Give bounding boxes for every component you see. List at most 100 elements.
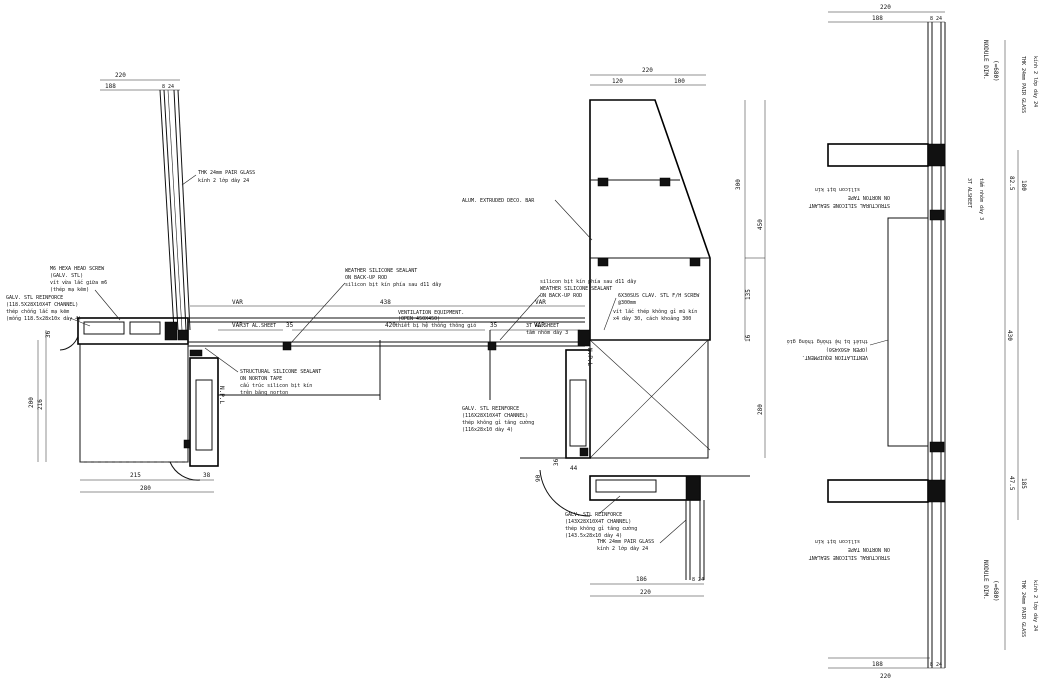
dim-825: 82.5 (1008, 176, 1015, 191)
label-rot-vent-vi: thiết bị hệ thống thông gió (787, 338, 868, 345)
dim-220-center-b: 220 (640, 589, 651, 596)
label-galv-reinf-vi: thép chống lắc mạ kẽm (6, 308, 69, 315)
label-structural-seal-vi2: trên băng norton (240, 389, 288, 396)
label-screw-en2: @300mm (618, 300, 636, 306)
dim-280-left: 280 (140, 485, 151, 492)
label-pair-glass-b-en: THK 24mm PAIR GLASS (597, 539, 654, 545)
label-rot-pair-glass-bot: THK 24mm PAIR GLASS (1020, 580, 1026, 637)
dim-220-center: 220 (642, 67, 653, 74)
dim-220-right-bot: 220 (880, 673, 891, 680)
label-rot-vent-en2: (OPEN 450X450) (826, 346, 868, 352)
dim-188-right-top: 188 (872, 15, 883, 22)
dim-216: 216 (37, 399, 44, 410)
label-galv-b-vi2: (143.5x28x10 dày 4) (565, 532, 622, 539)
label-3t-sheet-r: 3T AL.SHEET (526, 323, 559, 329)
label-rot-structural-en: STRUCTURAL SILICONE SEALANT (809, 202, 890, 208)
label-galv-r-vi: thép không gỉ tăng cường (462, 419, 534, 426)
dim-120: 120 (612, 78, 623, 85)
label-rot-pair-glass-top: THK 24mm PAIR GLASS (1020, 56, 1026, 113)
dim-824-center: 8 24 (692, 577, 704, 583)
label-structural-seal-en2: ON NORTON TAPE (240, 376, 282, 382)
label-weather-seal-en2: ON BACK-UP ROD (345, 275, 387, 281)
dim-420: 420 (385, 322, 396, 329)
dim-185: 185 (1020, 478, 1027, 489)
label-pair-glass-vi: kính 2 lớp dày 24 (198, 177, 249, 184)
label-vent-vi: thiết bị hệ thống thông gió (395, 322, 476, 329)
label-galv-b-vi: thép không gỉ tăng cường (565, 525, 637, 532)
label-rot-nodule-bot: NODULE DIM. (982, 560, 989, 600)
dim-824-left: 8 24 (162, 84, 174, 90)
dim-var-1: VAR (232, 299, 243, 306)
dim-35-b: 35 (490, 322, 498, 329)
label-rot-structural-en2-b: ON NORTON TAPE (848, 546, 890, 552)
label-npl-center: N.P.L (586, 348, 593, 366)
dim-var-3: VAR (534, 322, 545, 329)
dim-450: 450 (757, 219, 764, 230)
label-hex-head-en2: (GALV. STL) (50, 273, 83, 279)
label-pair-glass-b-vi: kính 2 lớp dày 24 (597, 545, 648, 552)
label-rot-nodule-top2: (=680) (992, 60, 999, 82)
dim-215: 215 (130, 472, 141, 479)
center-span: VAR 438 VAR 35 420 35 VAR VAR WEATHER SI… (188, 268, 585, 400)
label-rot-vent-en: VENTILATION EQUIPMENT. (802, 354, 868, 360)
dim-38: 38 (203, 472, 211, 479)
label-weather-seal-en: WEATHER SILICONE SEALANT (345, 268, 417, 274)
dim-188-left: 188 (105, 83, 116, 90)
label-screw-vi2: x4 dày 30, cách khoảng 300 (613, 315, 691, 322)
dim-824-right-bot: 8 24 (930, 662, 942, 668)
label-rot-nodule-bot2: (=680) (992, 580, 999, 602)
right-rotated-section: 220 188 8 24 220 188 8 24 180 430 82.5 4… (787, 4, 1039, 680)
dim-var-2: VAR (232, 322, 243, 329)
label-weather-seal-r-en: WEATHER SILICONE SEALANT (540, 286, 612, 292)
dim-475: 47.5 (1008, 476, 1015, 491)
label-galv-reinf-vi2: (mống 118.5x28x10x dày 4) (6, 315, 81, 322)
dim-824-right-top: 8 24 (930, 16, 942, 22)
label-weather-seal-vi: silicon bịt kín phía sau d11 dây (345, 281, 441, 288)
label-rot-pair-glass-vi-bot: kính 2 lớp dày 24 (1032, 580, 1039, 631)
left-detail: 220 188 8 24 215 280 38 (6, 72, 321, 493)
dim-100: 100 (674, 78, 685, 85)
label-structural-seal-vi: cấu trúc silicon bịt kín (240, 382, 312, 389)
label-rot-structural-en-b: STRUCTURAL SILICONE SEALANT (809, 554, 890, 560)
dim-36: 36 (45, 330, 52, 338)
label-galv-reinf-en: GALV. STL REINFORCE (6, 295, 63, 301)
label-galv-b-en: GALV. STL REINFORCE (565, 512, 622, 518)
label-alum-bar: ALUM. EXTRUDED DECO. BAR (462, 198, 535, 204)
label-3t-sheet-r-vi: tấm nhôm dày 3 (526, 329, 568, 336)
dim-438: 438 (380, 299, 391, 306)
dim-300: 300 (735, 179, 742, 190)
dim-186: 186 (636, 576, 647, 583)
label-galv-r-en2: (116X28X10X4T CHANNEL) (462, 413, 528, 419)
label-vent-en: VENTILATION EQUIPMENT. (398, 310, 464, 316)
dim-35-a: 35 (286, 322, 294, 329)
label-galv-r-en: GALV. STL REINFORCE (462, 406, 519, 412)
label-rot-structural-en2: ON NORTON TAPE (848, 194, 890, 200)
label-screw-vi: vít lắc thép không gỉ mũ kín (613, 308, 697, 315)
right-center-detail: 220 120 100 300 (462, 67, 766, 597)
label-rot-structural-vi-b: silicon bịt kín (815, 538, 860, 545)
label-rot-sheet: 3T ALSHEET (966, 178, 972, 208)
dim-36-c: 36 (553, 458, 560, 466)
label-galv-b-en2: (143X28X10X4T CHANNEL) (565, 519, 631, 525)
label-rot-structural-vi: silicon bịt kín (815, 186, 860, 193)
label-galv-r-vi2: (116x28x10 dày 4) (462, 426, 513, 433)
label-screw-en: 6X30SUS CLAV. STL F/H SCREW (618, 293, 700, 299)
label-vent-en2: (OPEN 450X450) (398, 316, 440, 322)
dim-188-right-bot: 188 (872, 661, 883, 668)
label-hex-head-en: M6 HEXA HEAD SCREW (50, 266, 105, 272)
label-rot-nodule-top: NODULE DIM. (982, 40, 989, 80)
label-rot-pair-glass-vi-top: kính 2 lớp dày 24 (1032, 56, 1039, 107)
label-structural-seal-en: STRUCTURAL SILICONE SEALANT (240, 369, 321, 375)
dim-135: 135 (745, 289, 752, 300)
label-rot-sheet-vi: tấm nhôm dày 3 (978, 178, 985, 220)
dim-220-right-top: 220 (880, 4, 891, 11)
label-hex-head-vi2: (thép mạ kẽm) (50, 286, 89, 293)
label-pair-glass-en: THK 24mm PAIR GLASS (198, 170, 255, 176)
dim-280-center: 280 (757, 404, 764, 415)
dim-180: 180 (1020, 180, 1027, 191)
label-weather-seal-r-en2: ON BACK-UP ROD (540, 293, 582, 299)
dim-220-left: 220 (115, 72, 126, 79)
dim-90: 90 (535, 474, 542, 482)
dim-430: 430 (1006, 330, 1013, 341)
